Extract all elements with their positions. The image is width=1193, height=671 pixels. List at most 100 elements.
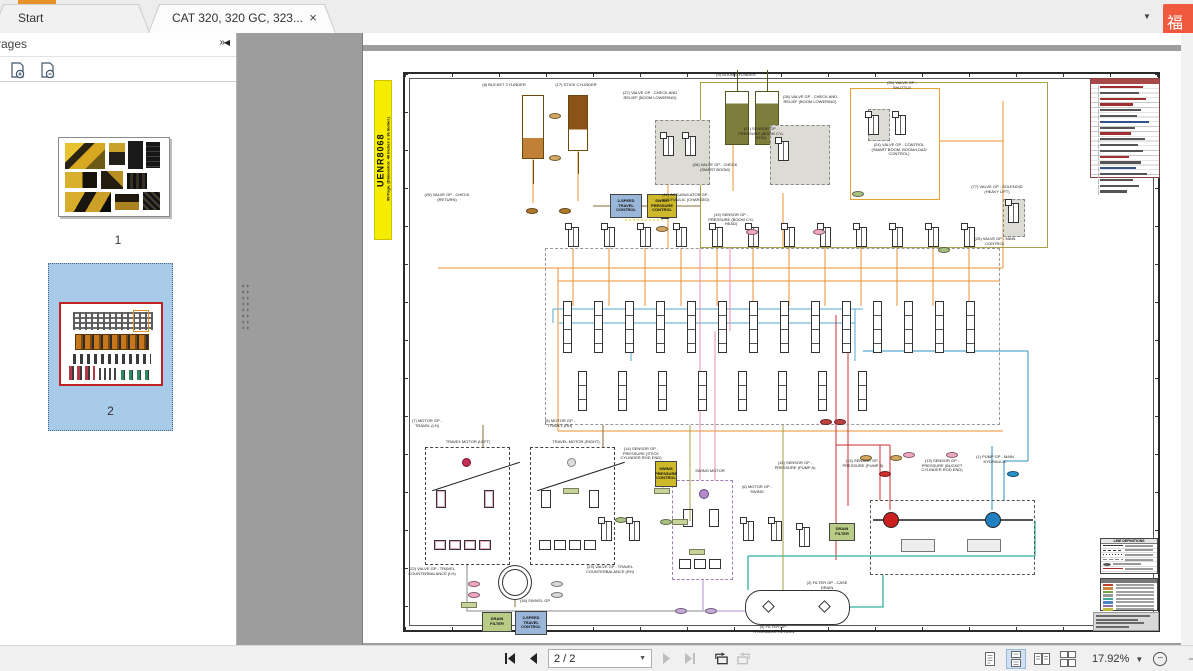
single-page-view-button[interactable] <box>980 649 1000 669</box>
enlarge-thumbnails-icon[interactable] <box>8 61 28 80</box>
page-1-number: 1 <box>114 233 122 247</box>
close-icon[interactable]: × <box>309 10 317 25</box>
zoom-out-button[interactable]: − <box>1153 652 1168 666</box>
pilot-valve-symbol <box>889 223 903 247</box>
page-thumbnail-2-selected[interactable]: 2 <box>48 263 173 431</box>
port-marker <box>1007 471 1019 477</box>
two-speed-travel-control-box-2: 2-SPEED TRAVEL CONTROL <box>515 611 547 635</box>
valve-spool-symbol <box>935 301 944 353</box>
previous-view-button[interactable] <box>713 651 729 667</box>
next-page-button[interactable] <box>659 651 675 667</box>
zoom-caret-icon[interactable]: ▼ <box>1135 654 1144 664</box>
first-page-button[interactable] <box>502 651 518 667</box>
last-page-button[interactable] <box>682 651 698 667</box>
schematic-label: (9) BOOM CYLINDER <box>716 72 756 77</box>
brand-badge[interactable]: 福 <box>1163 4 1193 33</box>
splitter-grip[interactable] <box>241 283 250 329</box>
port-marker <box>890 455 902 461</box>
continuous-facing-view-button[interactable] <box>1058 649 1078 669</box>
schematic-label: (11) ACCUMULATOR GP - HYDRAULIC (CHARGED… <box>662 192 710 202</box>
swing-motor-box <box>672 480 733 580</box>
pilot-valve-symbol <box>565 223 579 247</box>
next-view-button[interactable] <box>736 651 752 667</box>
page-thumbnail-1[interactable] <box>58 137 170 217</box>
color-code-row <box>1103 583 1154 587</box>
previous-page-button[interactable] <box>525 651 541 667</box>
port-marker <box>813 229 825 235</box>
pilot-valve-symbol <box>682 132 696 156</box>
schematic-label: (17) STICK CYLINDER <box>555 82 597 87</box>
thumbnail-image <box>65 143 105 169</box>
continuous-view-button[interactable] <box>1006 649 1026 669</box>
collapse-panel-icon[interactable]: ◀ <box>223 38 230 47</box>
two-speed-travel-control-box: 2-SPEED TRAVEL CONTROL <box>610 194 642 218</box>
schematic-label: (28) VALVE GP - CHECK AND RELIEF (BOOM L… <box>782 94 838 104</box>
valve-spool-symbol <box>625 301 634 353</box>
pilot-valve-symbol <box>925 223 939 247</box>
pilot-valve-symbol <box>768 517 782 541</box>
pilot-valve-symbol <box>892 111 906 135</box>
main-control-valve-bank <box>545 248 1000 425</box>
page-number-combo[interactable]: 2 / 2 ▼ <box>548 649 652 668</box>
page-2-canvas[interactable]: UENR8068 99 Page, (Dimension: 48 Inches … <box>363 51 1181 643</box>
vertical-scrollbar[interactable] <box>1181 33 1193 645</box>
port-marker <box>551 581 563 587</box>
valve-spool-symbol <box>563 301 572 353</box>
schematic-border-frame <box>403 72 1160 632</box>
tab-start-label: Start <box>18 11 44 25</box>
tab-document-label: CAT 320, 320 GC, 323... <box>172 11 303 25</box>
line-definitions-table: LINE DEFINITIONS <box>1100 538 1158 574</box>
tab-start[interactable]: Start <box>0 4 150 33</box>
port-marker <box>559 208 571 214</box>
legend-row <box>1091 109 1141 114</box>
schematic-label: (27) VALVE GP - CHECK AND RELIEF (BOOM L… <box>622 90 678 100</box>
dock-right-icon[interactable]: » <box>219 37 225 48</box>
schematic-label: (29) VALVE GP - CHECK (RETURN) <box>424 192 470 202</box>
port-marker <box>660 519 672 525</box>
valve-spool-symbol <box>594 301 603 353</box>
pilot-valve-symbol <box>601 223 615 247</box>
schematic-label: TRAVEL MOTOR (RIGHT) <box>552 439 600 444</box>
tab-bar: Start CAT 320, 320 GC, 323... × ▼ 福 <box>0 0 1193 33</box>
boom-cylinder-1 <box>725 70 749 145</box>
valve-spool-symbol <box>780 301 789 353</box>
schematic-label: TRAVEL MOTOR (LEFT) <box>445 439 491 444</box>
page-1-bottom-edge <box>363 33 1181 45</box>
legend-row <box>1091 114 1137 120</box>
pump-a-symbol <box>883 512 899 528</box>
bottom-toolbar: 2 / 2 ▼ 17.92% ▼ − <box>0 645 1193 671</box>
schematic-label: (24) VALVE GP - CONTROL (SMART BOOM, BOO… <box>871 142 927 157</box>
schematic-label: (16) SWIVEL GP <box>519 598 551 603</box>
stick-cylinder <box>568 95 588 174</box>
port-marker <box>860 455 872 461</box>
code-tag <box>654 488 670 494</box>
color-code-row <box>1103 608 1154 611</box>
line-definitions-title: LINE DEFINITIONS <box>1101 539 1157 544</box>
schematic-label: (22) VALVE GP - TRAVEL COUNTERBALANCE (L… <box>408 566 456 576</box>
page-2-number: 2 <box>107 404 114 418</box>
tab-list-caret-icon[interactable]: ▼ <box>1143 12 1151 21</box>
color-code-row <box>1103 590 1154 594</box>
legend-row <box>1091 161 1141 166</box>
page-thumbnail-2[interactable] <box>59 302 163 386</box>
legend-row <box>1091 143 1138 149</box>
reduce-thumbnails-icon[interactable] <box>38 61 58 80</box>
pilot-valve-symbol <box>637 223 651 247</box>
legend-row <box>1091 190 1127 195</box>
valve-spool-symbol <box>842 301 851 353</box>
legend-row <box>1091 86 1143 91</box>
pages-panel-toolbar <box>0 58 236 82</box>
schematic-label: (5) FILTER GP - HYDRAULIC RETURN <box>753 624 795 634</box>
pilot-valve-symbol <box>626 517 640 541</box>
schematic-label: (1) PUMP GP - MAIN HYDRAULIC <box>976 454 1014 464</box>
zoom-slider-edge[interactable] <box>1189 658 1193 660</box>
facing-view-button[interactable] <box>1032 649 1052 669</box>
valve-spool-symbol <box>656 301 665 353</box>
valve-spool-symbol <box>858 371 867 411</box>
valve-spool-symbol <box>904 301 913 353</box>
drain-filter-box: DRAIN FILTER <box>482 612 512 632</box>
color-code-row <box>1103 601 1154 604</box>
port-marker <box>903 452 915 458</box>
tab-document[interactable]: CAT 320, 320 GC, 323... × <box>148 4 336 33</box>
page-indicator: 2 / 2 <box>554 652 576 665</box>
